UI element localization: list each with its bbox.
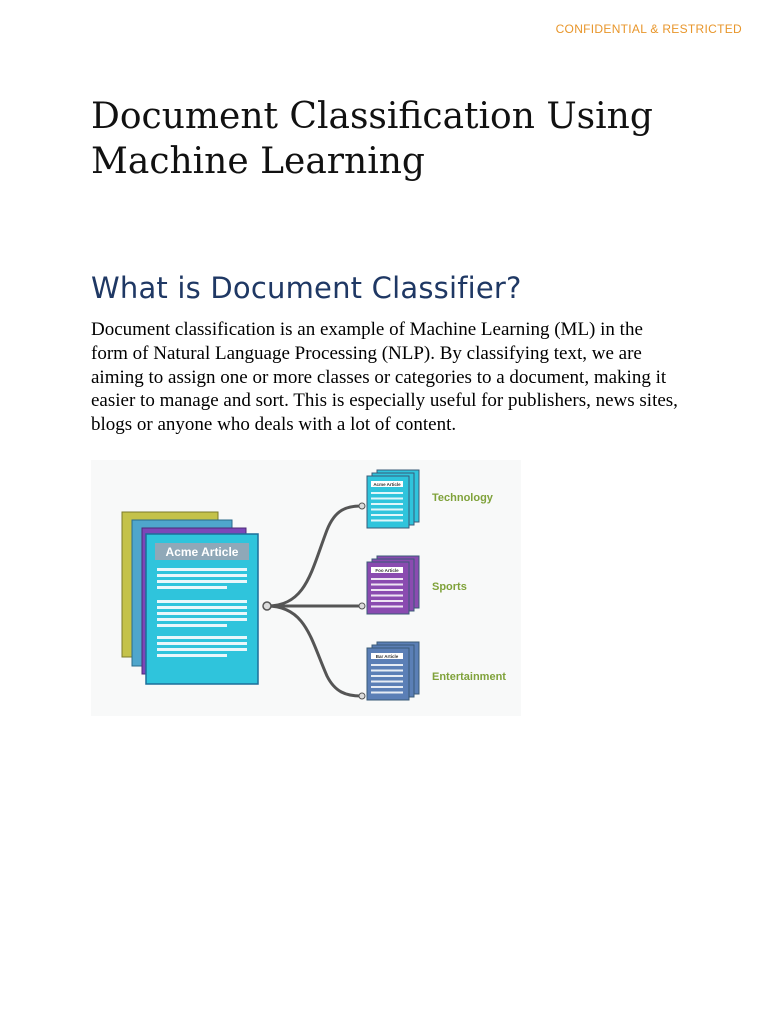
source-doc-text-line bbox=[157, 580, 247, 583]
source-doc-text-line bbox=[157, 618, 247, 621]
connector-end-technology bbox=[358, 502, 366, 510]
source-doc-text-line bbox=[157, 600, 247, 603]
category-doc-label: Acme Article bbox=[373, 482, 401, 487]
source-doc-text-line bbox=[157, 606, 247, 609]
category-doc-text-line bbox=[371, 589, 403, 591]
category-doc-text-line bbox=[371, 492, 403, 494]
category-doc-text-line bbox=[371, 600, 403, 602]
source-doc-text-line bbox=[157, 654, 227, 657]
diagram-svg: Acme Article Acme Article Foo Article Ba… bbox=[121, 469, 506, 701]
category-doc-text-line bbox=[371, 514, 403, 516]
source-doc-text-line bbox=[157, 642, 247, 645]
connector-entertainment bbox=[266, 604, 362, 698]
category-entertainment: Bar Article bbox=[366, 641, 420, 701]
category-doc-label: Bar Article bbox=[376, 654, 399, 659]
source-doc-text-line bbox=[157, 648, 247, 651]
connector-end-entertainment bbox=[358, 692, 366, 700]
category-label-entertainment: Entertainment bbox=[432, 671, 506, 683]
category-doc-text-line bbox=[371, 686, 403, 688]
category-doc-text-line bbox=[371, 664, 403, 666]
connector-technology bbox=[266, 504, 362, 608]
classification-diagram: Acme Article Acme Article Foo Article Ba… bbox=[91, 460, 521, 716]
confidential-label: CONFIDENTIAL & RESTRICTED bbox=[555, 22, 742, 36]
body-paragraph: Document classification is an example of… bbox=[91, 319, 678, 436]
category-doc-text-line bbox=[371, 583, 403, 586]
category-doc-text-line bbox=[371, 508, 403, 511]
category-doc-header bbox=[371, 567, 403, 573]
category-label-sports: Sports bbox=[432, 581, 467, 593]
category-doc-text-line bbox=[371, 691, 403, 694]
category-doc-label: Foo Article bbox=[375, 568, 399, 573]
category-doc-text-line bbox=[371, 680, 403, 683]
category-doc-text-line bbox=[371, 578, 403, 580]
category-sports: Foo Article bbox=[366, 555, 420, 615]
source-doc-text-line bbox=[157, 636, 247, 639]
connector-hub bbox=[262, 601, 272, 611]
category-doc-text-line bbox=[371, 519, 403, 522]
source-doc-lines bbox=[157, 568, 247, 657]
category-doc-text-line bbox=[371, 594, 403, 597]
category-doc-header bbox=[371, 653, 403, 659]
source-doc-label: Acme Article bbox=[166, 545, 239, 559]
category-doc-text-line bbox=[371, 669, 403, 672]
category-technology: Acme Article bbox=[366, 469, 420, 529]
category-doc-text-line bbox=[371, 503, 403, 505]
source-doc-text-line bbox=[157, 586, 227, 589]
source-doc-text-line bbox=[157, 574, 247, 577]
section-heading: What is Document Classifier? bbox=[91, 271, 522, 305]
source-doc-header-bar bbox=[155, 543, 249, 560]
source-doc-text-line bbox=[157, 624, 227, 627]
category-doc-text-line bbox=[371, 605, 403, 608]
document-title: Document Classification Using Machine Le… bbox=[91, 96, 653, 182]
category-doc-text-line bbox=[371, 675, 403, 677]
connector-end-sports bbox=[358, 602, 366, 610]
category-label-technology: Technology bbox=[432, 492, 494, 504]
source-doc-text-line bbox=[157, 568, 247, 571]
category-doc-header bbox=[371, 481, 403, 487]
category-doc-text-line bbox=[371, 497, 403, 500]
source-doc-text-line bbox=[157, 612, 247, 615]
